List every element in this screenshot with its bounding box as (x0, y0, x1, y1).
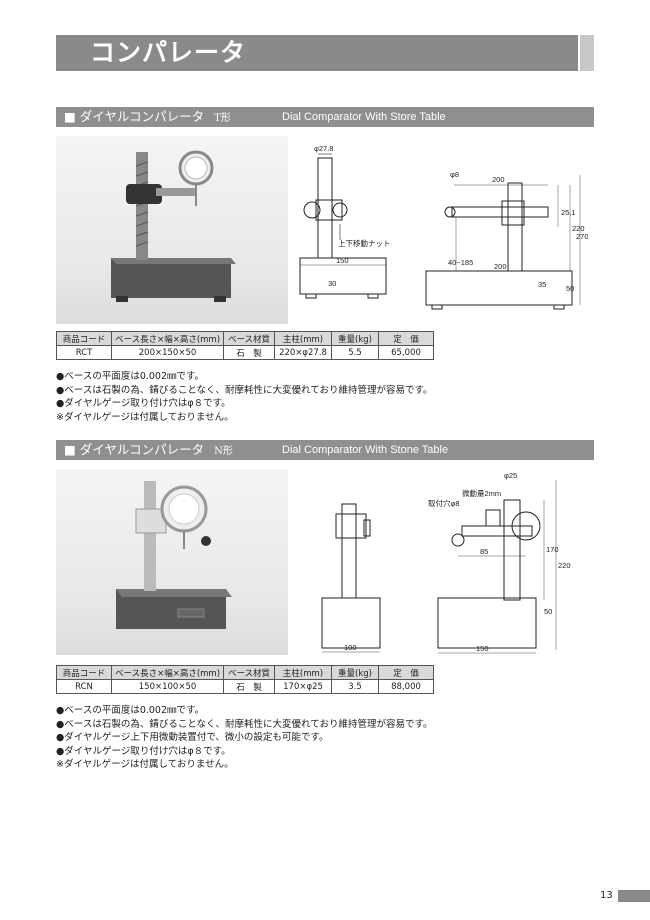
note-line: ※ダイヤルゲージは付属しておりません。 (56, 411, 234, 423)
section-title-en: Dial Comparator With Stone Table (282, 444, 449, 456)
spec-table-t-type: 商品コード ベース長さ×幅×高さ(mm) ベース材質 主柱(mm) 重量(kg)… (56, 331, 435, 360)
note-line: ●ベースは石製の為、錆びることなく、耐摩耗性に大変優れており維持管理が容易です。 (56, 718, 433, 730)
section-title-en: Dial Comparator With Store Table (282, 111, 446, 123)
dim-range-40-185: 40~185 (448, 258, 473, 267)
table-row: RCN 150×100×50 石 製 170×φ25 3.5 88,000 (56, 679, 435, 694)
cell-column: 170×φ25 (274, 679, 333, 694)
table-header-cell: 主柱(mm) (274, 665, 333, 680)
table-header-cell: ベース材質 (223, 665, 276, 680)
section-title-jp: ■ ダイヤルコンパレータ (64, 442, 205, 457)
section-heading-n-type: ■ ダイヤルコンパレータ N形 Dial Comparator With Ston… (56, 440, 594, 460)
dim-shaft-dia-n: φ25 (504, 471, 517, 480)
notes-t-type: ●ベースの平面度は0.002㎜です。 ●ベースは石製の為、錆びることなく、耐摩耗… (56, 370, 433, 424)
cell-base-material: 石 製 (223, 345, 276, 360)
note-line: ●ダイヤルゲージ上下用微動装置付で、微小の設定も可能です。 (56, 732, 329, 743)
dim-height-50-n: 50 (544, 607, 552, 616)
product-photo-n-type (56, 469, 288, 655)
dim-width-30-t: 30 (328, 279, 336, 288)
dim-height-50-t: 50 (566, 284, 574, 293)
cell-weight: 3.5 (331, 679, 380, 694)
note-line: ●ベースは石製の為、錆びることなく、耐摩耗性に大変優れており維持管理が容易です。 (56, 384, 433, 396)
section-kind: T形 (214, 113, 231, 124)
cell-price: 65,000 (378, 345, 435, 360)
note-line: ●ダイヤルゲージ取り付け穴はφ８です。 (56, 398, 231, 409)
note-line: ●ダイヤルゲージ取り付け穴はφ８です。 (56, 745, 231, 757)
technical-drawing-t-type-side: φ27.8 上下移動ナット 150 30 (292, 140, 392, 310)
dim-fine-adjust: 微動量2mm (462, 488, 501, 498)
dim-hole-dia-t: φ8 (450, 170, 459, 179)
cell-price: 88,000 (378, 679, 435, 694)
dim-nut-label: 上下移動ナット (338, 238, 391, 248)
dim-width-200-top: 200 (492, 175, 505, 184)
table-header-cell: 商品コード (56, 665, 112, 680)
dim-height-170: 170 (546, 545, 559, 554)
cell-base-dimensions: 200×150×50 (110, 345, 225, 360)
technical-drawing-n-type-front: φ25 微動量2mm 取付穴φ8 85 170 220 50 150 (418, 470, 588, 660)
dim-width-150-n: 150 (476, 644, 489, 653)
dim-width-35: 35 (538, 280, 546, 289)
section-heading-t-type: ■ ダイヤルコンパレータ T形 Dial Comparator With Stor… (56, 107, 594, 127)
page-number: 13 (600, 890, 613, 901)
table-header-cell: ベース長さ×幅×高さ(mm) (110, 331, 225, 346)
cell-column: 220×φ27.8 (274, 345, 333, 360)
section-title-jp: ■ ダイヤルコンパレータ (64, 109, 205, 124)
page-title-bar-accent (580, 35, 594, 71)
table-header-cell: 定 価 (378, 665, 435, 680)
dim-mount-hole: 取付穴φ8 (428, 498, 460, 508)
table-row: RCT 200×150×50 石 製 220×φ27.8 5.5 65,000 (56, 345, 435, 360)
dim-height-270: 270 (576, 232, 588, 241)
technical-drawing-n-type-side: 100 (312, 490, 392, 660)
note-line: ●ベースの平面度は0.002㎜です。 (56, 705, 205, 716)
product-photo-t-type (56, 136, 288, 324)
section-kind: N形 (214, 446, 233, 457)
table-header-cell: ベース材質 (223, 331, 276, 346)
table-header-cell: 重量(kg) (331, 665, 380, 680)
dim-width-200-base: 200 (494, 262, 507, 271)
table-header-cell: ベース長さ×幅×高さ(mm) (110, 665, 225, 680)
note-line: ●ベースの平面度は0.002㎜です。 (56, 371, 205, 382)
dim-height-220-t: 220 (572, 224, 585, 233)
dim-width-100: 100 (344, 643, 357, 652)
cell-product-code: RCN (56, 679, 112, 694)
page-number-bar (618, 890, 650, 902)
dim-shaft-dia-t: φ27.8 (314, 144, 333, 153)
dim-height-220-n: 220 (558, 561, 571, 570)
table-header-row: 商品コード ベース長さ×幅×高さ(mm) ベース材質 主柱(mm) 重量(kg)… (56, 665, 435, 680)
spec-table-n-type: 商品コード ベース長さ×幅×高さ(mm) ベース材質 主柱(mm) 重量(kg)… (56, 665, 435, 694)
page-title-bar (56, 35, 578, 71)
cell-weight: 5.5 (331, 345, 380, 360)
page-title: コンパレータ (90, 38, 247, 67)
table-header-cell: 商品コード (56, 331, 112, 346)
dim-height-25-1: 25.1 (561, 208, 576, 217)
dim-width-150-t: 150 (336, 256, 349, 265)
table-header-cell: 定 価 (378, 331, 435, 346)
table-header-cell: 重量(kg) (331, 331, 380, 346)
dim-width-85: 85 (480, 547, 488, 556)
cell-base-material: 石 製 (223, 679, 276, 694)
note-line: ※ダイヤルゲージは付属しておりません。 (56, 759, 234, 770)
technical-drawing-t-type-front: φ8 200 25.1 220 270 40~185 200 35 50 (418, 165, 588, 310)
cell-product-code: RCT (56, 345, 112, 360)
table-header-cell: 主柱(mm) (274, 331, 333, 346)
notes-n-type: ●ベースの平面度は0.002㎜です。 ●ベースは石製の為、錆びることなく、耐摩耗… (56, 704, 433, 772)
cell-base-dimensions: 150×100×50 (110, 679, 225, 694)
table-header-row: 商品コード ベース長さ×幅×高さ(mm) ベース材質 主柱(mm) 重量(kg)… (56, 331, 435, 346)
